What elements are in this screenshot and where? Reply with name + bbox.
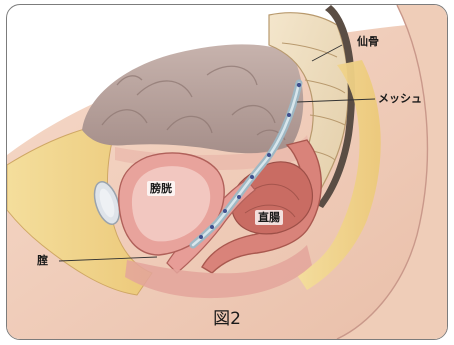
figure-caption: 図2 (7, 311, 447, 328)
label-rectum: 直腸 (255, 210, 283, 225)
pelvis-illustration (7, 5, 447, 339)
intestines (82, 44, 303, 153)
label-mesh: メッシュ (378, 93, 422, 104)
label-vagina: 腟 (37, 255, 48, 266)
figure-frame: 仙骨 メッシュ 膀胱 直腸 腟 図2 (6, 4, 448, 340)
label-sacrum: 仙骨 (357, 36, 379, 47)
label-bladder: 膀胱 (147, 181, 175, 196)
